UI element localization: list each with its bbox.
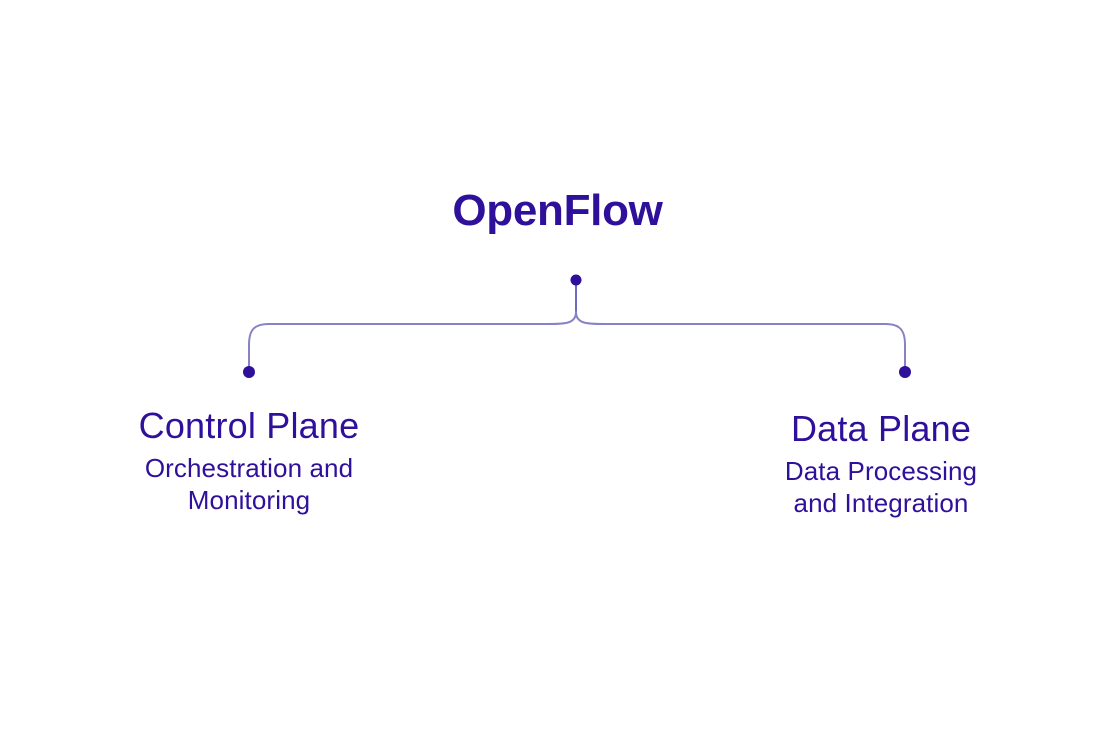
branch-subtitle-line: Orchestration and: [144, 453, 354, 483]
branch-title-data-plane: Data Plane: [790, 408, 972, 449]
branch-subtitle-line: Data Processing: [784, 456, 978, 486]
branch-subtitle-data-plane: Data Processing and Integration: [731, 455, 1031, 519]
split-curve-left: [267, 311, 577, 325]
root-node-title: OpenFlow: [0, 182, 1116, 240]
branch-node-dot-left: [243, 366, 255, 378]
root-node-dot: [570, 274, 582, 286]
branch-title-control-plane: Control Plane: [138, 405, 360, 446]
branch-node-control-plane: Control Plane Orchestration and Monitori…: [99, 404, 399, 516]
branch-line-right: [883, 323, 906, 369]
root-node-label: OpenFlow: [452, 186, 663, 235]
branch-subtitle-line: and Integration: [793, 488, 969, 518]
branch-node-data-plane: Data Plane Data Processing and Integrati…: [731, 407, 1031, 519]
branch-node-dot-right: [899, 366, 911, 378]
split-curve-right: [575, 311, 887, 325]
branch-subtitle-control-plane: Orchestration and Monitoring: [99, 452, 399, 516]
branch-line-left: [248, 323, 271, 369]
branch-subtitle-line: Monitoring: [187, 485, 311, 515]
